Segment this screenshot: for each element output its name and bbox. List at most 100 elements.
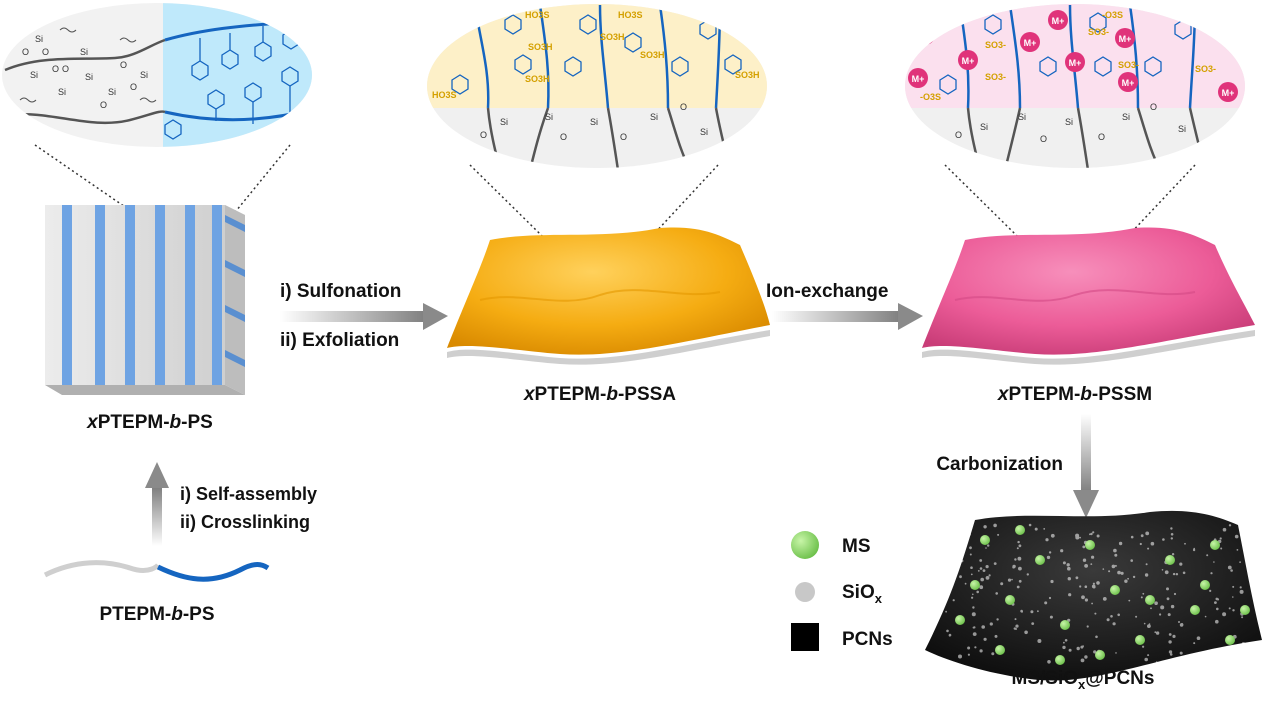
siox-dot — [1012, 565, 1015, 569]
siox-dot — [1172, 634, 1176, 639]
chem-si: Si — [545, 112, 553, 122]
siox-dot — [1232, 585, 1235, 588]
siox-dot — [1037, 639, 1042, 643]
siox-dot — [1024, 630, 1028, 635]
siox-dot — [1154, 601, 1158, 605]
siox-dot — [1030, 610, 1034, 614]
chem-m-plus: M+ — [1052, 16, 1065, 26]
siox-dot — [1064, 639, 1068, 642]
siox-dot — [1108, 570, 1111, 573]
siox-dot — [1090, 532, 1093, 536]
siox-dot — [1060, 549, 1064, 553]
siox-dot — [1031, 622, 1035, 625]
chem-si: Si — [500, 117, 508, 127]
siox-dot — [958, 654, 962, 659]
siox-dot — [1172, 572, 1176, 576]
siox-dot — [1049, 615, 1053, 619]
siox-dot — [1233, 653, 1238, 657]
siox-dot — [1112, 622, 1116, 626]
siox-dot — [1170, 527, 1173, 530]
chem-so3h: SO3H — [528, 42, 553, 52]
siox-dot — [1045, 538, 1049, 542]
siox-dot — [1209, 589, 1212, 593]
siox-dot — [983, 525, 987, 529]
siox-dot — [979, 567, 983, 570]
siox-dot — [980, 577, 984, 582]
chem-o: O — [42, 47, 49, 57]
chem-m-plus: M+ — [962, 56, 975, 66]
siox-dot — [972, 632, 977, 636]
siox-dot — [1014, 558, 1017, 561]
label-xptepm-b-pssa: xPTEPM-b-PSSA — [523, 384, 676, 405]
siox-dot — [1193, 642, 1196, 645]
chem-si: Si — [80, 47, 88, 57]
siox-dot — [1090, 563, 1093, 565]
siox-dot — [968, 526, 971, 530]
siox-dot — [1241, 616, 1244, 619]
siox-dot — [1168, 633, 1172, 636]
chem-si: Si — [85, 72, 93, 82]
chem-si: Si — [1065, 117, 1073, 127]
siox-dot — [969, 546, 972, 550]
siox-dot — [1196, 636, 1201, 640]
chem-si: Si — [140, 70, 148, 80]
siox-dot — [967, 646, 971, 650]
siox-dot — [1016, 547, 1019, 550]
chem-so3-minus: SO3- — [1088, 27, 1109, 37]
chem-so3-minus: SO3- — [1118, 60, 1139, 70]
legend-siox-label: SiOx — [842, 582, 883, 606]
siox-dot — [1178, 621, 1180, 623]
legend-siox-marker — [795, 582, 815, 602]
chem-o: O — [1040, 134, 1047, 144]
siox-dot — [1018, 566, 1022, 571]
siox-dot — [1164, 570, 1169, 575]
chem-si: Si — [58, 87, 66, 97]
siox-dot — [1084, 598, 1088, 602]
siox-dot — [1048, 551, 1052, 554]
siox-dot — [1179, 562, 1183, 566]
chem-o: O — [680, 102, 687, 112]
siox-dot — [1192, 548, 1196, 552]
siox-dot — [1118, 541, 1123, 546]
chem-o3s-minus: -O3S — [950, 10, 971, 20]
chem-o: O — [620, 132, 627, 142]
siox-dot — [1171, 553, 1175, 556]
siox-dot — [977, 570, 980, 572]
siox-dot — [1150, 607, 1152, 610]
siox-dot — [1120, 571, 1124, 575]
siox-dot — [996, 618, 999, 621]
siox-dot — [959, 575, 962, 579]
siox-dot — [979, 559, 983, 562]
ms-particle — [1210, 540, 1220, 550]
siox-dot — [1159, 613, 1162, 616]
siox-dot — [1028, 523, 1032, 527]
siox-dot — [1026, 573, 1030, 576]
siox-dot — [1082, 645, 1084, 648]
siox-dot — [1140, 534, 1144, 538]
siox-dot — [944, 552, 948, 555]
siox-dot — [1014, 618, 1017, 621]
ms-particle — [1060, 620, 1070, 630]
siox-dot — [1096, 581, 1100, 585]
siox-dot — [964, 582, 967, 585]
siox-dot — [1228, 524, 1232, 527]
ms-particle — [1015, 525, 1025, 535]
chem-o: O — [100, 100, 107, 110]
ms-particle — [1225, 635, 1235, 645]
chem-so3h: SO3H — [525, 74, 550, 84]
siox-dot — [1079, 585, 1082, 588]
chem-so3-minus: SO3- — [1195, 64, 1216, 74]
siox-dot — [1127, 577, 1129, 580]
siox-dot — [995, 592, 998, 595]
chem-si: Si — [30, 70, 38, 80]
siox-dot — [1081, 595, 1085, 600]
siox-dot — [1095, 635, 1098, 639]
chem-o: O — [22, 47, 29, 57]
siox-dot — [944, 554, 948, 559]
siox-dot — [1167, 613, 1171, 617]
siox-dot — [1155, 661, 1158, 663]
siox-dot — [1084, 655, 1088, 659]
siox-dot — [1143, 622, 1146, 625]
siox-dot — [969, 553, 972, 556]
siox-dot — [1000, 582, 1004, 586]
